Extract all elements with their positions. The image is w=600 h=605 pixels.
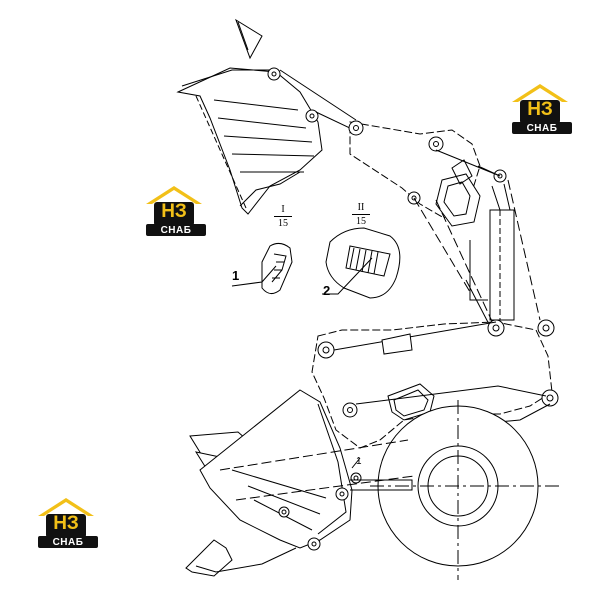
lowered-boom [311,319,559,449]
logo-top-text: НЗ [161,201,187,222]
logo-mark [512,84,572,134]
leader-line-3 [351,457,361,469]
view-roman: I [281,204,285,215]
callout-2: 2 [323,283,331,298]
view-roman: II [357,202,365,213]
raised-bucket [176,18,357,215]
leader-line-2 [322,257,373,295]
lift-cylinders [413,179,541,331]
detail-view-1 [261,242,293,294]
logo-mark [38,498,98,548]
brand-logo: НЗ СНАБ [510,82,574,136]
logo-top-text: НЗ [53,513,79,534]
logo-bottom-text: СНАБ [526,123,558,134]
logo-mark [146,186,206,236]
view-scale: 15 [356,216,366,227]
leader-line-1 [231,265,277,287]
callout-3: 1 [356,456,362,467]
brand-logo: НЗ СНАБ [36,496,100,550]
logo-bottom-text: СНАБ [160,225,192,236]
view-label-ii: II 15 [350,202,372,227]
front-wheel [370,400,560,580]
logo-top-text: НЗ [527,99,553,120]
brand-logo: НЗ СНАБ [144,184,208,238]
callout-1: 1 [232,268,240,283]
view-scale: 15 [278,218,288,229]
view-label-i: I 15 [272,204,294,229]
lowered-bucket [185,389,415,577]
logo-bottom-text: СНАБ [52,537,84,548]
raised-boom [348,120,511,227]
detail-view-2 [325,227,401,299]
